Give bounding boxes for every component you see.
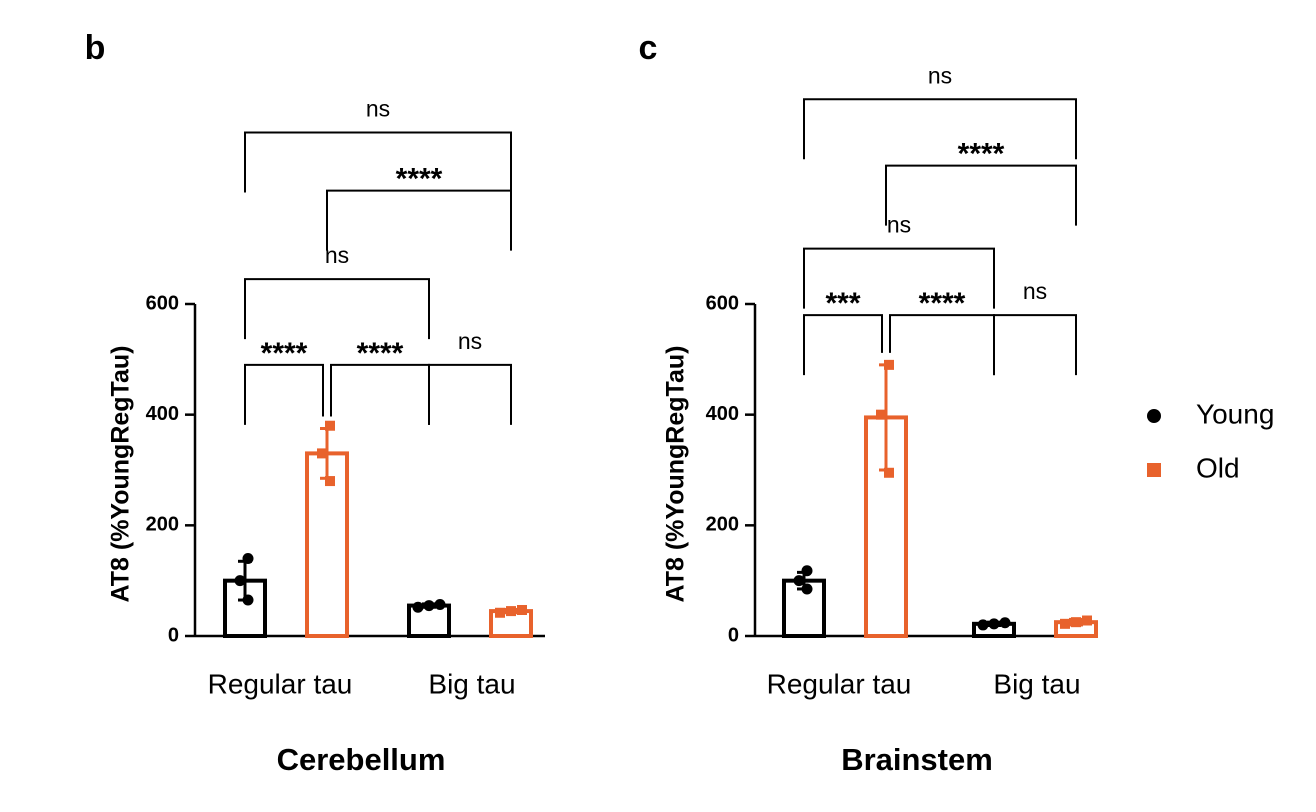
data-point <box>884 467 894 478</box>
data-point <box>412 601 424 613</box>
data-point <box>434 598 446 610</box>
significance-label: ns <box>887 212 911 238</box>
data-point <box>1082 615 1092 626</box>
y-tick-label: 200 <box>706 514 739 536</box>
data-point <box>242 594 254 606</box>
data-point <box>495 607 505 618</box>
category-label: Regular tau <box>767 668 912 699</box>
significance-bracket <box>803 314 883 376</box>
significance-bracket <box>326 189 512 251</box>
significance-bracket <box>885 164 1077 226</box>
data-point <box>1060 618 1070 629</box>
y-tick-label: 0 <box>168 624 179 646</box>
data-point <box>884 359 894 370</box>
significance-label: **** <box>357 337 404 370</box>
significance-bracket <box>244 278 430 340</box>
significance-bracket <box>244 363 324 425</box>
significance-bracket <box>330 363 430 425</box>
category-label: Regular tau <box>208 668 353 699</box>
significance-label: **** <box>958 138 1005 171</box>
category-label: Big tau <box>428 668 515 699</box>
legend-label: Old <box>1196 452 1240 483</box>
significance-label: **** <box>919 287 966 320</box>
data-point <box>1071 617 1081 628</box>
data-point <box>793 575 805 587</box>
data-point <box>325 476 335 487</box>
chart-title: Brainstem <box>841 742 993 777</box>
data-point <box>801 565 813 577</box>
data-point <box>876 409 886 420</box>
data-point <box>234 575 246 587</box>
legend-marker-young-icon <box>1147 409 1161 423</box>
data-point <box>517 604 527 615</box>
significance-bracket <box>993 314 1077 376</box>
significance-bracket <box>803 247 995 309</box>
data-point <box>999 617 1011 629</box>
panel-label: b <box>85 29 106 67</box>
data-point <box>325 420 335 431</box>
significance-label: ns <box>928 62 952 88</box>
data-point <box>242 553 254 565</box>
data-point <box>988 618 1000 630</box>
y-tick-label: 400 <box>146 403 179 425</box>
data-point <box>423 600 435 612</box>
category-label: Big tau <box>993 668 1080 699</box>
significance-label: **** <box>396 162 443 195</box>
chart-title: Cerebellum <box>277 742 446 777</box>
y-tick-label: 600 <box>706 292 739 314</box>
legend-marker-old-icon <box>1147 463 1161 477</box>
y-axis-label: AT8 (%YoungRegTau) <box>107 346 135 603</box>
legend-label: Young <box>1196 398 1274 429</box>
y-tick-label: 0 <box>728 624 739 646</box>
significance-label: ns <box>1023 278 1047 304</box>
y-tick-label: 200 <box>146 514 179 536</box>
data-point <box>977 619 989 631</box>
significance-label: *** <box>825 287 860 320</box>
significance-bracket <box>889 314 995 376</box>
significance-label: ns <box>366 95 390 121</box>
significance-bracket <box>803 98 1077 160</box>
data-point <box>506 606 516 617</box>
y-axis-label: AT8 (%YoungRegTau) <box>662 346 690 603</box>
data-point <box>801 583 813 595</box>
significance-label: ns <box>458 328 482 354</box>
panel-label: c <box>639 29 658 67</box>
y-tick-label: 600 <box>146 292 179 314</box>
significance-label: **** <box>261 337 308 370</box>
data-point <box>317 448 327 459</box>
significance-bracket <box>244 131 512 193</box>
significance-label: ns <box>325 242 349 268</box>
significance-bracket <box>428 363 512 425</box>
y-tick-label: 400 <box>706 403 739 425</box>
